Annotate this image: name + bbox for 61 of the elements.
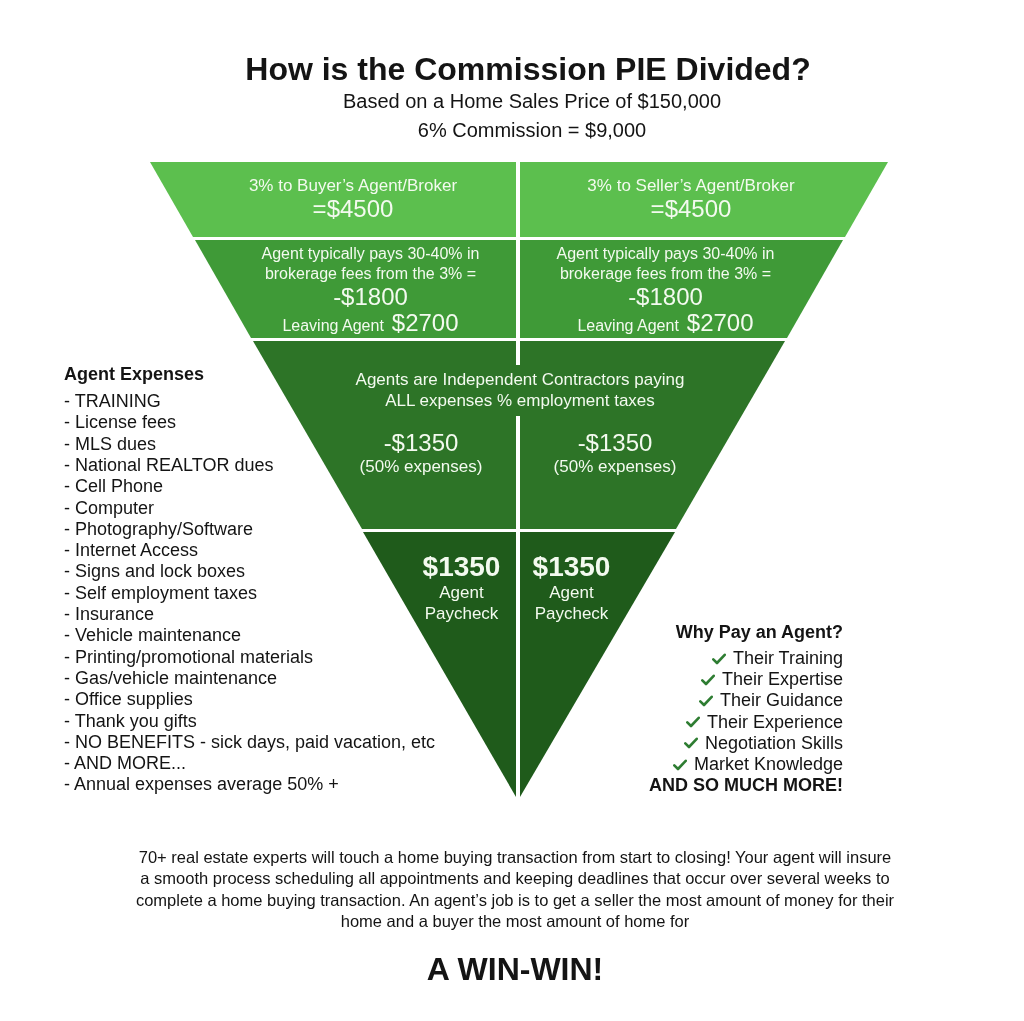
funnel-segment [150,162,516,237]
list-item: - Signs and lock boxes [64,561,246,583]
segment-label: Agent typically pays 30-40% in brokerage fees from the 3% = [260,244,481,284]
list-item: - Thank you gifts [64,710,197,732]
list-item: - Photography/Software [64,518,254,540]
list-item: - National REALTOR dues [64,454,274,476]
list-heading: Why Pay an Agent? [675,622,843,643]
amount-value: $2700 [686,310,754,336]
amount-value: $1350 [422,552,501,582]
list-item: - Printing/promotional materials [64,646,314,668]
amount-value: =$4500 [312,196,394,222]
segment-label: (50% expenses) [553,456,677,477]
list-item: Their Experience [706,711,843,733]
list-item: Their Expertise [721,669,843,691]
body-paragraph: 70+ real estate experts will touch a home buying transaction from start to closing! Your agent will insure a smooth process scheduling all appointments and keeping deadlines that occur over several weeks to complete a home buying transaction. An agent’s job is to get a seller the most amount of money for their home and a buyer the most amount of home for [135,847,895,932]
amount-value: $2700 [391,310,459,336]
list-item: Their Guidance [719,690,843,712]
segment-label: Agent Paycheck [423,582,500,624]
list-item: - Computer [64,497,155,519]
segment-label: Agent typically pays 30-40% in brokerage fees from the 3% = [555,244,776,284]
amount-value: -$1350 [383,430,459,456]
list-item: - Insurance [64,604,155,625]
list-heading: Agent Expenses [64,364,205,385]
segment-label: 3% to Buyer’s Agent/Broker [248,175,458,196]
list-item: - Cell Phone [64,476,164,498]
list-item: - AND MORE... [64,753,186,775]
list-item: - Gas/vehicle maintenance [64,667,278,689]
title-heading: How is the Commission PIE Divided? [245,50,811,88]
list-item: - License fees [64,412,177,434]
list-item: - Annual expenses average 50% + [64,774,339,796]
funnel-segment [520,416,742,529]
segment-label: Agent Paycheck [533,582,610,624]
list-item: Their Training [732,648,843,669]
segment-label: Leaving Agent [282,316,384,336]
funnel-segment [253,341,785,416]
amount-value: -$1350 [577,430,653,456]
closing-slogan: A WIN-WIN! [426,951,604,987]
funnel-segment [296,416,516,529]
funnel-segment [520,162,888,237]
subtitle-text: 6% Commission = $9,000 [417,118,647,142]
segment-label: Agents are Independent Contractors paying ALL expenses % employment taxes [354,369,686,411]
list-item: - Self employment taxes [64,582,258,604]
funnel-segment [195,240,516,338]
segment-label: 3% to Seller’s Agent/Broker [587,175,795,196]
list-item: Market Knowledge [693,754,843,775]
amount-value: -$1800 [628,284,703,310]
amount-value: =$4500 [650,196,732,222]
list-item: Negotiation Skills [704,732,843,754]
amount-value: $1350 [532,552,611,582]
funnel-segment [520,240,843,338]
list-item: - Vehicle maintenance [64,625,242,647]
segment-label: (50% expenses) [359,456,483,477]
list-item: - Internet Access [64,540,199,562]
list-item: - Office supplies [64,689,193,711]
amount-value: -$1800 [333,284,408,310]
list-item: - NO BENEFITS - sick days, paid vacation, etc [64,731,436,753]
subtitle-text: Based on a Home Sales Price of $150,000 [343,89,721,113]
segment-label: Leaving Agent [577,316,679,336]
list-item: - MLS dues [64,433,157,455]
closing-note: AND SO MUCH MORE! [649,775,843,796]
list-item: - TRAINING [64,391,161,412]
